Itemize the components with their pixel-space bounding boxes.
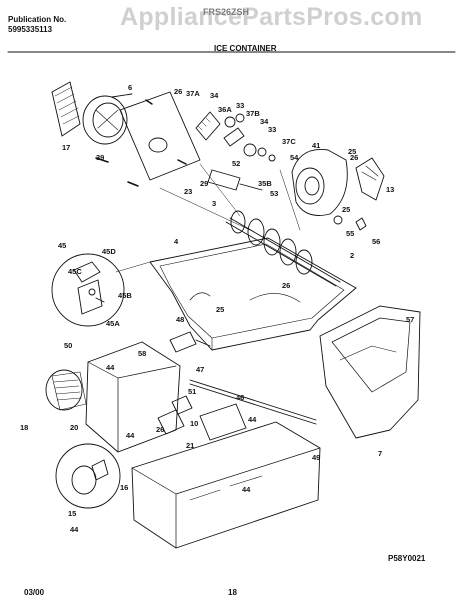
part-filter-panel: [51, 81, 81, 137]
part-number-label: 21: [186, 441, 194, 450]
part-number-label: 2: [350, 251, 354, 260]
part-number-label: 54: [290, 153, 299, 162]
part-shaft: [229, 217, 341, 283]
part-number-label: 57: [406, 315, 414, 324]
part-washer: [333, 215, 343, 225]
leader-line: [115, 261, 151, 273]
part-screw: [177, 159, 187, 165]
model-number: FRS26ZSH: [203, 7, 250, 17]
part-screw: [95, 157, 109, 163]
part-number-label: 25: [216, 305, 224, 314]
part-number-label: 7: [378, 449, 382, 458]
part-number-label: 53: [270, 189, 278, 198]
part-number-label: 26: [174, 87, 182, 96]
part-fan-housing: [82, 93, 133, 145]
part-lamp-inset: [55, 443, 121, 509]
part-number-label: 37B: [246, 109, 260, 118]
part-gear-cluster: [195, 111, 276, 162]
part-number-label: 46: [236, 393, 244, 402]
part-number-label: 45A: [106, 319, 120, 328]
leader-line: [159, 187, 251, 231]
part-number-label: 58: [138, 349, 146, 358]
footer-date: 03/00: [24, 588, 45, 597]
part-number-label: 29: [200, 179, 208, 188]
part-screw: [145, 99, 153, 105]
part-number-label: 17: [62, 143, 70, 152]
part-number-label: 26: [350, 153, 358, 162]
part-number-label: 33: [236, 101, 244, 110]
inset-switch-detail: [51, 253, 125, 327]
part-number-label: 15: [68, 509, 76, 518]
publication-label: Publication No.: [8, 15, 67, 24]
part-number-label: 37A: [186, 89, 200, 98]
part-switch: [171, 395, 193, 415]
part-number-label: 36A: [218, 105, 232, 114]
part-number-label: 45B: [118, 291, 132, 300]
part-rod: [189, 379, 317, 421]
section-title: ICE CONTAINER: [214, 44, 277, 53]
part-ice-container: [149, 237, 357, 351]
part-number-label: 39: [96, 153, 104, 162]
part-number-label: 13: [386, 185, 394, 194]
part-number-label: 44: [242, 485, 251, 494]
part-number-label: 44: [70, 525, 79, 534]
part-number-label: 47: [196, 365, 204, 374]
part-back-cover: [119, 91, 201, 181]
part-dispenser-motor: [45, 369, 87, 411]
part-number-label: 37C: [282, 137, 296, 146]
part-number-label: 44: [248, 415, 257, 424]
part-bracket: [355, 157, 385, 201]
part-number-label: 34: [260, 117, 269, 126]
part-number-label: 50: [64, 341, 72, 350]
part-screw: [127, 181, 139, 187]
part-number-label: 44: [106, 363, 115, 372]
leader-line: [279, 169, 301, 231]
part-number-label: 26: [156, 425, 164, 434]
part-number-label: 56: [372, 237, 380, 246]
part-number-label: 25: [348, 147, 356, 156]
part-mount: [157, 409, 185, 435]
part-cover-hole: [148, 137, 168, 153]
part-number-label: 52: [232, 159, 240, 168]
part-actuator: [207, 169, 263, 191]
part-number-label: 55: [346, 229, 354, 238]
part-number-label: 3: [212, 199, 216, 208]
part-number-label: 25: [342, 205, 350, 214]
part-number-label: 45D: [102, 247, 116, 256]
part-number-label: 49: [312, 453, 320, 462]
part-base-tray: [131, 421, 321, 549]
part-number-label: 18: [20, 423, 28, 432]
part-number-label: 26: [282, 281, 290, 290]
part-front-door: [319, 305, 421, 439]
watermark-text: AppliancePartsPros.com: [120, 3, 423, 31]
part-number-label: 20: [70, 423, 78, 432]
publication-number: 5995335113: [8, 25, 53, 34]
part-solenoid: [169, 331, 211, 353]
leader-line: [199, 163, 241, 217]
part-number-label: 48: [176, 315, 184, 324]
part-number-label: 51: [188, 387, 196, 396]
part-clip: [355, 217, 367, 231]
part-number-label: 16: [120, 483, 128, 492]
part-number-label: 35B: [258, 179, 272, 188]
part-number-label: 23: [184, 187, 192, 196]
part-number-label: 45C: [68, 267, 82, 276]
part-number-label: 44: [126, 431, 135, 440]
figure-code: P58Y0021: [388, 554, 426, 563]
part-motor-housing: [291, 149, 348, 216]
part-number-label: 4: [174, 237, 179, 246]
part-number-label: 33: [268, 125, 276, 134]
part-number-label: 6: [128, 83, 132, 92]
part-number-label: 34: [210, 91, 219, 100]
part-number-label: 41: [312, 141, 320, 150]
part-number-label: 10: [190, 419, 198, 428]
footer-page: 18: [228, 588, 237, 597]
part-plate: [199, 403, 247, 441]
part-number-label: 45: [58, 241, 66, 250]
